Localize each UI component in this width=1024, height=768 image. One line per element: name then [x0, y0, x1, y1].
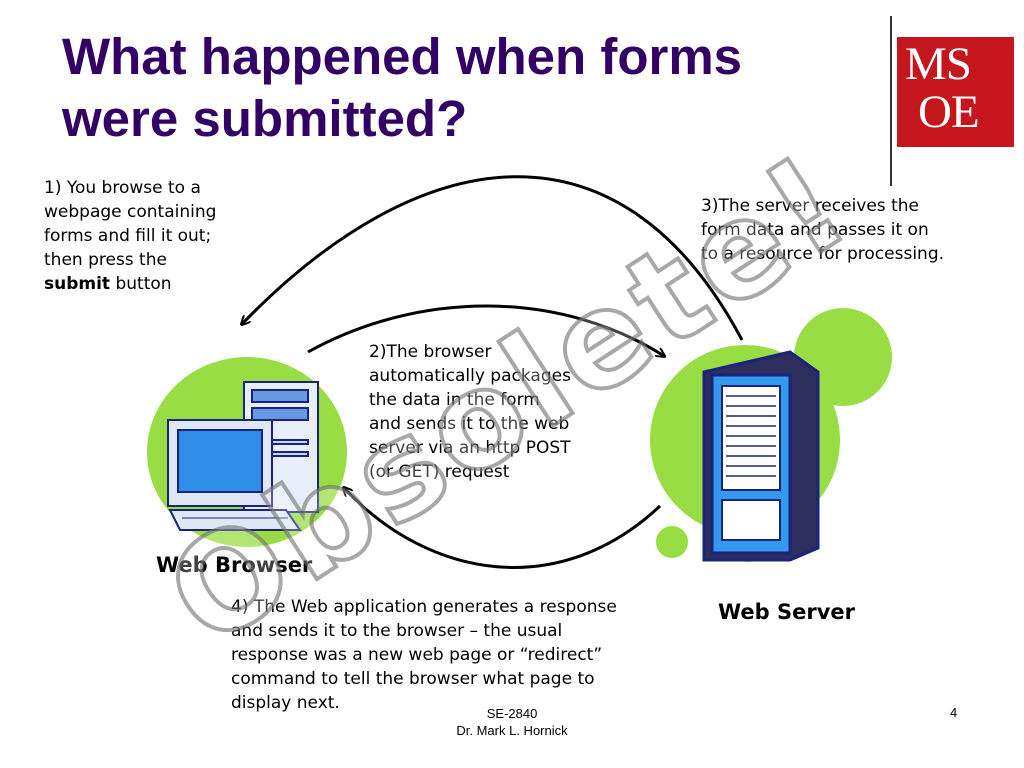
step-2-line: (or GET) request: [369, 462, 510, 482]
course-code: SE-2840: [486, 706, 538, 721]
arrow-browser-to-server: [307, 304, 664, 356]
web-browser-label: Web Browser: [156, 553, 313, 577]
step-4-line: and sends it to the browser – the usual: [231, 621, 563, 641]
step-3-text: 3)The server receives the form data and …: [701, 194, 1001, 266]
step-3-line: to a resource for processing.: [701, 244, 945, 264]
page-number: 4: [950, 705, 958, 720]
step-2-line: server via an http POST: [369, 438, 571, 458]
step-2-line: the data in the form: [369, 390, 540, 410]
computer-icon: [167, 381, 319, 531]
step-4-line: display next.: [231, 693, 340, 713]
header-divider: [890, 16, 892, 186]
step-1-line: submit button: [44, 272, 244, 296]
step-2-line: automatically packages: [369, 366, 571, 386]
slide-title: What happened when forms were submitted?: [62, 26, 862, 150]
logo-text-top: MS: [905, 38, 972, 90]
step-3-line: 3)The server receives the: [701, 196, 919, 216]
logo-text-bottom: OE: [918, 86, 980, 138]
title-line-1: What happened when forms: [62, 28, 743, 85]
web-server-label: Web Server: [718, 600, 856, 624]
step-1-line: forms and fill it out;: [44, 226, 212, 246]
arrow-server-to-browser-top: [242, 175, 744, 341]
step-4-line: 4) The Web application generates a respo…: [231, 597, 617, 617]
msoe-logo: MS OE: [897, 37, 1014, 147]
server-icon: [702, 350, 820, 562]
step-2-line: 2)The browser: [369, 342, 492, 362]
step-1-text: 1) You browse to a webpage containing fo…: [44, 176, 244, 296]
step-2-line: and sends it to the web: [369, 414, 570, 434]
step-3-line: form data and passes it on: [701, 220, 929, 240]
step-1-line-rest: button: [110, 274, 172, 294]
author-name: Dr. Mark L. Hornick: [456, 723, 568, 738]
step-4-text: 4) The Web application generates a respo…: [231, 595, 671, 715]
step-1-line: 1) You browse to a: [44, 178, 201, 198]
step-1-line: then press the: [44, 250, 167, 270]
title-line-2: were submitted?: [62, 90, 468, 147]
flow-arrows: [242, 175, 744, 569]
step-2-text: 2)The browser automatically packages the…: [369, 340, 609, 484]
footer: SE-2840 Dr. Mark L. Hornick: [412, 705, 612, 739]
step-1-line: webpage containing: [44, 202, 217, 222]
arrow-server-to-browser-bottom: [344, 488, 662, 569]
step-4-line: command to tell the browser what page to: [231, 669, 595, 689]
submit-keyword: submit: [44, 274, 111, 294]
step-4-line: response was a new web page or “redirect…: [231, 645, 603, 665]
